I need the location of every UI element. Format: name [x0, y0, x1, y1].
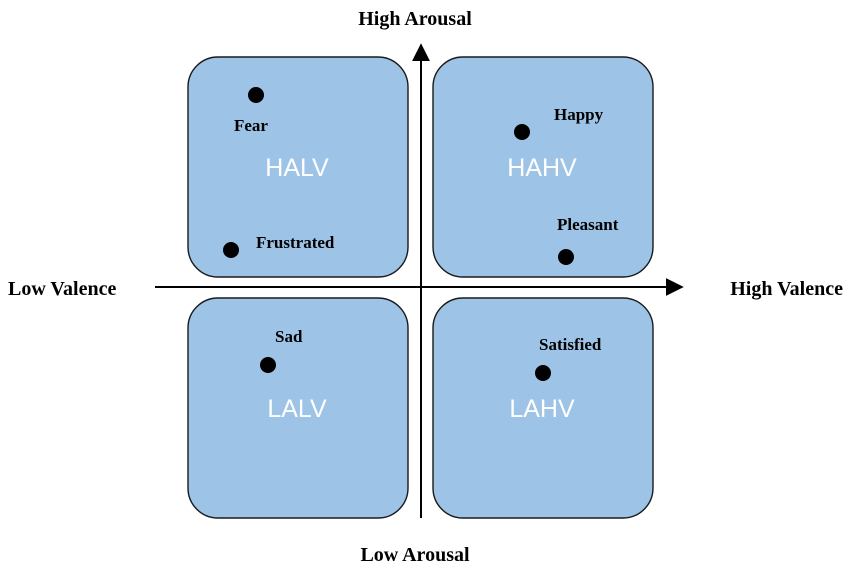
axis-label-right: High Valence	[730, 278, 843, 300]
emotion-label-pleasant: Pleasant	[557, 215, 619, 234]
axis-label-left: Low Valence	[8, 278, 116, 300]
quadrant-code-halv: HALV	[265, 154, 329, 182]
axis-label-bottom: Low Arousal	[360, 544, 470, 566]
quadrant-box-lalv	[187, 297, 409, 519]
emotion-point-fear	[248, 87, 264, 103]
emotion-point-pleasant	[558, 249, 574, 265]
emotion-label-happy: Happy	[554, 105, 604, 124]
quadrant-code-lalv: LALV	[267, 395, 327, 423]
emotion-label-fear: Fear	[234, 116, 268, 135]
emotion-label-sad: Sad	[275, 327, 303, 346]
emotion-point-sad	[260, 357, 276, 373]
emotion-label-satisfied: Satisfied	[539, 335, 602, 354]
quadrant-code-hahv: HAHV	[507, 154, 577, 182]
emotion-point-happy	[514, 124, 530, 140]
quadrant-box-hahv	[432, 56, 654, 278]
emotion-point-frustrated	[223, 242, 239, 258]
emotion-label-frustrated: Frustrated	[256, 233, 335, 252]
emotion-point-satisfied	[535, 365, 551, 381]
quadrant-box-halv	[187, 56, 409, 278]
axis-label-top: High Arousal	[358, 8, 472, 30]
quadrant-box-lahv	[432, 297, 654, 519]
quadrant-code-lahv: LAHV	[509, 395, 575, 423]
